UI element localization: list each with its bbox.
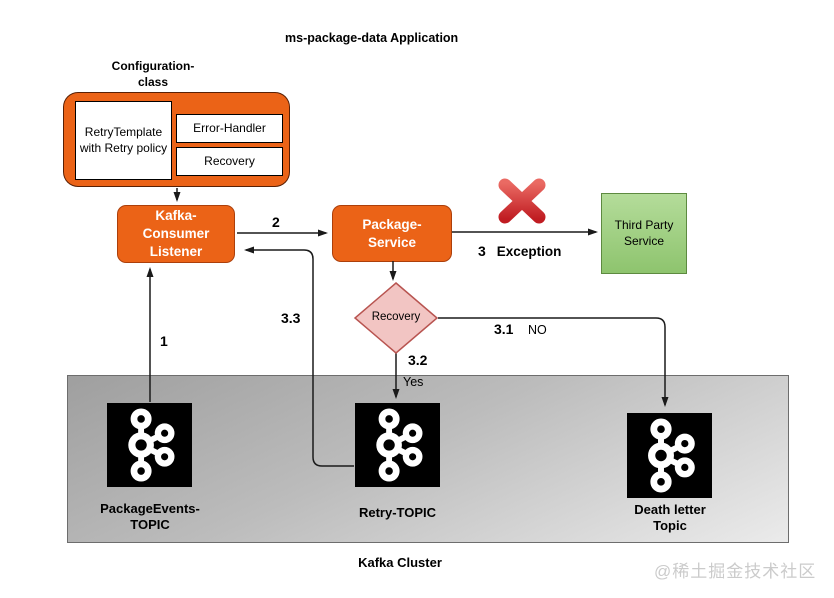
retry-topic-label: Retry-TOPIC	[358, 505, 437, 520]
kafka-logo-icon	[648, 418, 695, 493]
edge-label-32: 3.2	[408, 352, 428, 368]
edge-label-no: NO	[528, 323, 547, 337]
juejin-watermark: @稀土掘金技术社区	[654, 562, 817, 581]
kafka-consumer-listener-node: Kafka- Consumer Listener	[117, 205, 235, 263]
edge-label-exception: Exception	[496, 244, 562, 259]
edge-label-2: 2	[272, 214, 280, 230]
edge-label-1: 1	[160, 333, 168, 349]
diagram-title: ms-package-data Application	[285, 31, 459, 45]
edge-label-3-group: 3 Exception	[478, 243, 561, 259]
edge-label-33: 3.3	[281, 310, 301, 326]
configuration-class-label: Configuration- class	[111, 59, 195, 90]
package-events-topic-label: PackageEvents- TOPIC	[100, 501, 200, 533]
third-party-service-node: Third Party Service	[601, 193, 687, 274]
recovery-box: Recovery	[176, 147, 283, 176]
error-handler-box: Error-Handler	[176, 114, 283, 143]
kafka-logo-icon	[376, 408, 423, 482]
edge-label-31: 3.1	[494, 321, 514, 337]
kafka-logo-icon	[128, 408, 175, 482]
retry-topic-node	[355, 403, 440, 487]
death-letter-topic-label: Death letter Topic	[634, 502, 706, 534]
recovery-decision-label: Recovery	[371, 311, 421, 323]
package-events-topic-node	[107, 403, 192, 487]
failure-x-icon	[498, 178, 546, 224]
retry-template-box: RetryTemplate with Retry policy	[75, 101, 172, 180]
kafka-cluster-label: Kafka Cluster	[358, 555, 442, 570]
death-letter-topic-node	[627, 413, 712, 498]
edge-label-3: 3	[478, 243, 486, 259]
package-service-node: Package- Service	[332, 205, 452, 262]
edge-label-yes: Yes	[403, 375, 424, 389]
